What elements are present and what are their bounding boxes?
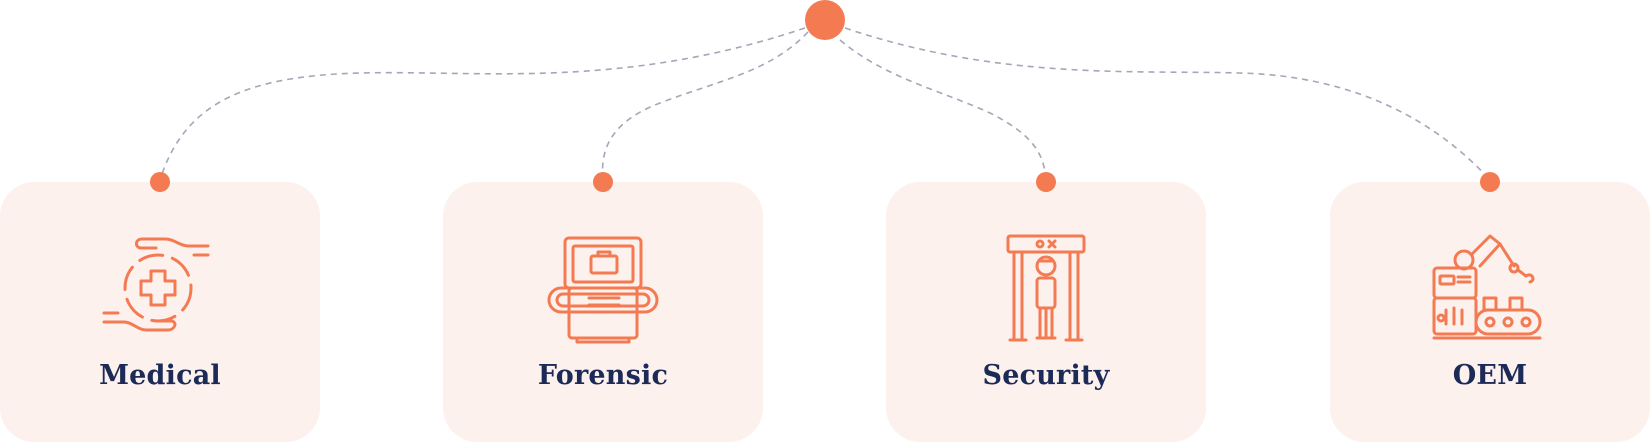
card-security: Security [886, 182, 1206, 442]
security-gate-icon [984, 226, 1108, 350]
card-oem: OEM [1330, 182, 1650, 442]
connector-medical [159, 27, 806, 181]
card-label-medical: Medical [99, 360, 221, 391]
connector-oem [844, 27, 1491, 181]
card-label-forensic: Forensic [537, 360, 669, 391]
connector-security [839, 39, 1047, 181]
card-forensic: Forensic [443, 182, 763, 442]
connector-forensic [601, 31, 809, 181]
card-label-security: Security [982, 360, 1110, 391]
robotic-arm-icon [1428, 226, 1552, 350]
hands-medical-cross-icon [98, 226, 222, 350]
hub-dot [805, 0, 845, 40]
card-label-oem: OEM [1452, 360, 1528, 391]
card-medical: Medical [0, 182, 320, 442]
forensic-scanner-icon [541, 226, 665, 350]
